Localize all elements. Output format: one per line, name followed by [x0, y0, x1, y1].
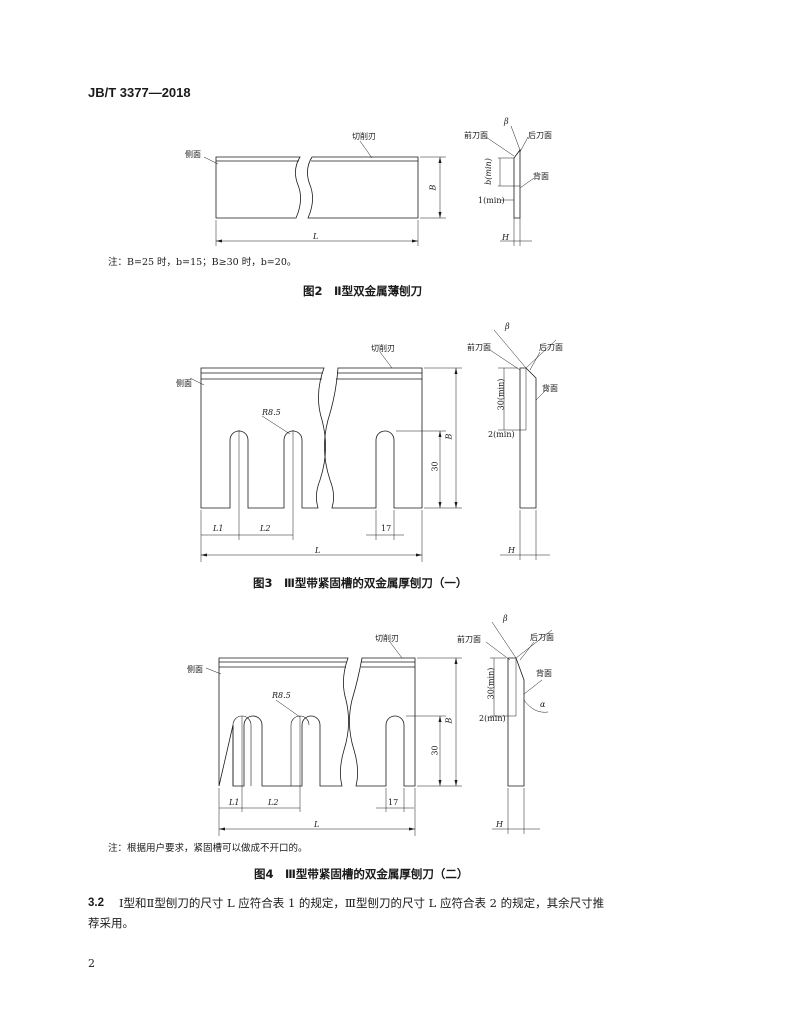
fig4-dimension-2-min: 2(min): [479, 714, 506, 723]
cutting-edge-label: 切削刃: [352, 132, 376, 141]
fig4-radius-label: R8.5: [272, 691, 291, 700]
fig4-dimension-L2: L2: [268, 798, 279, 807]
fig4-alpha-label: α: [540, 700, 546, 709]
dimension-L: L: [313, 232, 319, 241]
page-number: 2: [88, 957, 95, 970]
figure-4-caption: 图4 Ⅲ型带紧固槽的双金属厚刨刀（二）: [254, 867, 469, 881]
fig4-dimension-L1: L1: [229, 798, 240, 807]
side-face-label: 侧面: [185, 150, 201, 159]
fig3-dimension-2-min: 2(min): [488, 430, 515, 439]
fig3-dimension-L2: L2: [260, 524, 271, 533]
fig4-back-face-label: 后刀面: [530, 633, 554, 642]
dimension-H: H: [502, 233, 509, 242]
fig4-front-face-label: 前刀面: [457, 635, 481, 644]
standard-number: JB/T 3377—2018: [88, 85, 191, 100]
fig4-cutting-edge-label: 切削刃: [375, 634, 399, 643]
fig4-dimension-17: 17: [388, 798, 399, 807]
dimension-1-min: 1(min): [478, 196, 505, 205]
fig3-cutting-edge-label: 切削刃: [371, 344, 395, 353]
fig3-back-surface-label: 背面: [542, 384, 558, 393]
section-text-line-1: Ⅰ型和Ⅱ型刨刀的尺寸 L 应符合表 1 的规定，Ⅲ型刨刀的尺寸 L 应符合表 2…: [119, 896, 605, 910]
front-face-label: 前刀面: [464, 131, 488, 140]
fig3-dimension-17: 17: [381, 524, 392, 533]
figure-3-caption: 图3 Ⅲ型带紧固槽的双金属厚刨刀（一）: [253, 576, 468, 590]
fig4-side-face-label: 侧面: [187, 665, 203, 674]
fig3-radius-label: R8.5: [262, 408, 281, 417]
figure-4-note: 注：根据用户要求，紧固槽可以做成不开口的。: [108, 843, 308, 854]
back-surface-label: 背面: [533, 172, 549, 181]
fig3-front-face-label: 前刀面: [467, 343, 491, 352]
fig4-back-surface-label: 背面: [536, 669, 552, 678]
fig3-back-face-label: 后刀面: [539, 343, 563, 352]
fig3-dimension-H: H: [508, 546, 515, 555]
fig4-dimension-L: L: [314, 820, 320, 829]
fig4-dimension-30: 30: [430, 745, 440, 756]
back-face-label: 后刀面: [528, 131, 552, 140]
beta-label: β: [504, 117, 509, 126]
fig3-dimension-L: L: [315, 546, 321, 555]
fig3-side-face-label: 侧面: [176, 379, 192, 388]
section-number: 3.2: [88, 897, 104, 909]
fig3-beta-label: β: [505, 322, 510, 331]
fig4-dimension-30-min: 30(min): [486, 667, 496, 700]
fig4-dimension-H: H: [496, 820, 503, 829]
section-text-line-2: 荐采用。: [88, 916, 134, 930]
fig4-dimension-B: B: [444, 717, 454, 724]
fig4-beta-label: β: [503, 614, 508, 623]
fig3-dimension-L1: L1: [213, 524, 224, 533]
figure-2-caption: 图2 Ⅱ型双金属薄刨刀: [303, 284, 423, 298]
figure-2-note: 注：B=25 时，b=15；B≥30 时，b=20。: [108, 257, 297, 268]
